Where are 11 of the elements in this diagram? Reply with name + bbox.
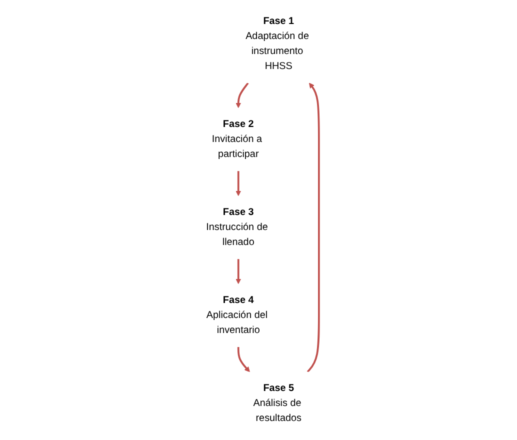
node-text: Fase 2 Invitación a participar xyxy=(212,118,262,160)
node-text: Fase 3 Instrucción de llenado xyxy=(206,206,268,248)
arrow xyxy=(236,82,249,108)
node-text: Fase 5 Análisis de resultados xyxy=(253,382,302,424)
arrow xyxy=(306,82,320,372)
cycle-diagram: Fase 1 Adaptación de instrumento HHSS Fase 2 Invitación a participar Fase 3 Instrucción de llenado Fase 4 Aplicación del inventario Fase 5 Análisis de resultados xyxy=(123,0,394,440)
arrow xyxy=(236,259,242,284)
arrow xyxy=(237,347,250,372)
arrow xyxy=(236,171,242,196)
node-text: Fase 4 Aplicación del inventario xyxy=(206,294,268,336)
node-text: Fase 1 Adaptación de instrumento HHSS xyxy=(246,16,309,72)
